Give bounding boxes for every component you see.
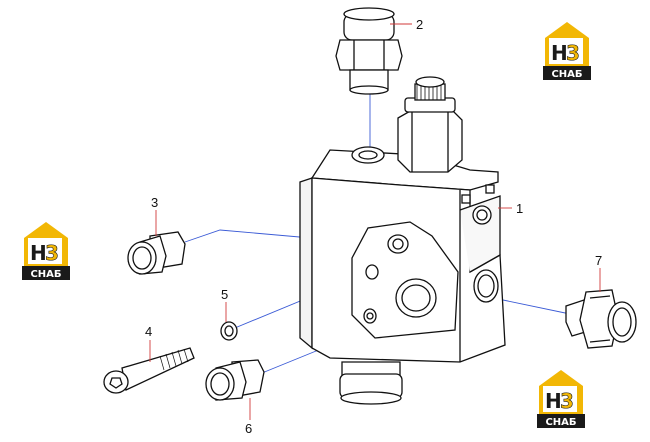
relief-valve-stem xyxy=(397,76,463,173)
watermark-word: CHAБ xyxy=(545,417,576,428)
bottom-fitting xyxy=(339,361,403,405)
part-5-washer xyxy=(220,321,238,341)
callout-6: 6 xyxy=(245,421,252,436)
callout-2: 2 xyxy=(416,17,423,32)
callout-1: 1 xyxy=(516,201,523,216)
callout-5: 5 xyxy=(221,287,228,302)
watermark-word: CHAБ xyxy=(551,69,582,80)
valve-block xyxy=(299,146,506,363)
watermark-logo-top-right: CHAБ xyxy=(542,21,592,81)
callout-7: 7 xyxy=(595,253,602,268)
part-6-fitting xyxy=(205,359,265,401)
watermark-word: CHAБ xyxy=(30,269,61,280)
callout-4: 4 xyxy=(145,324,152,339)
part-7-fitting xyxy=(565,289,637,349)
watermark-logo-bottom-right: CHAБ xyxy=(536,369,586,429)
part-4-bolt xyxy=(103,347,195,394)
callout-3: 3 xyxy=(151,195,158,210)
watermark-logo-left: CHAБ xyxy=(21,221,71,281)
part-3-fitting xyxy=(127,231,186,275)
callout-leaders xyxy=(149,23,601,420)
part-2-fitting xyxy=(335,7,403,95)
